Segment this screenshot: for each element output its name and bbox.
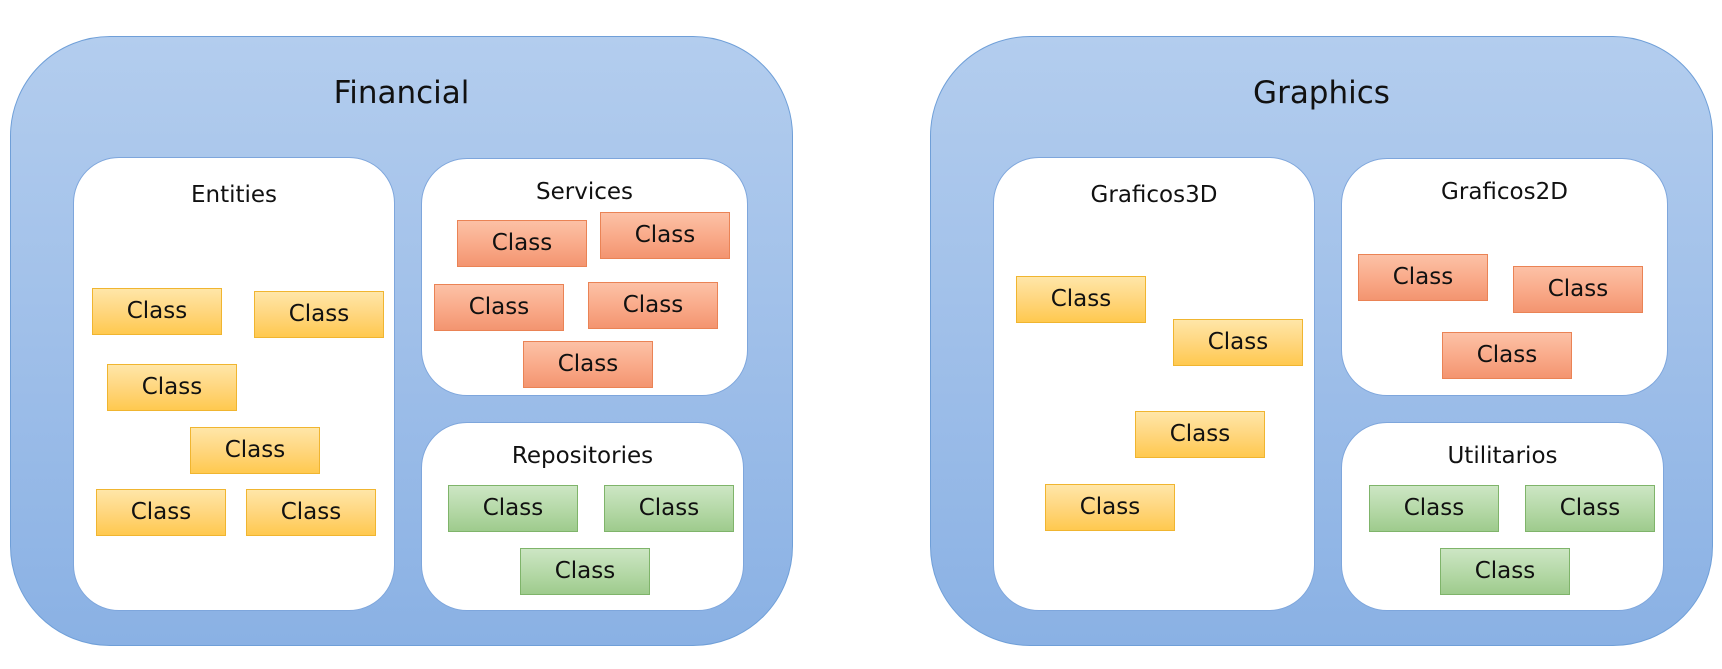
class-box: Class — [1369, 485, 1499, 532]
class-box: Class — [588, 282, 718, 329]
class-box: Class — [1440, 548, 1570, 595]
module-title: Graphics — [1253, 75, 1390, 111]
module-financial: Financial Entities Class Class Class Cla… — [10, 36, 793, 646]
class-box: Class — [600, 212, 730, 259]
class-box: Class — [254, 291, 384, 338]
class-box: Class — [246, 489, 376, 536]
class-box: Class — [1173, 319, 1303, 366]
class-box: Class — [604, 485, 734, 532]
package-title: Utilitarios — [1447, 443, 1558, 469]
package-title: Graficos2D — [1441, 179, 1568, 205]
class-box: Class — [1045, 484, 1175, 531]
class-box: Class — [1358, 254, 1488, 301]
class-box: Class — [457, 220, 587, 267]
module-graphics: Graphics Graficos3D Class Class Class Cl… — [930, 36, 1713, 646]
class-box: Class — [1135, 411, 1265, 458]
package-title: Graficos3D — [1090, 182, 1218, 208]
package-utilitarios: Utilitarios Class Class Class — [1341, 422, 1664, 611]
package-title: Services — [536, 179, 633, 205]
class-box: Class — [1525, 485, 1655, 532]
class-box: Class — [520, 548, 650, 595]
package-title: Repositories — [511, 443, 654, 469]
package-graficos3d: Graficos3D Class Class Class Class — [993, 157, 1315, 611]
class-box: Class — [434, 284, 564, 331]
package-entities: Entities Class Class Class Class Class C… — [73, 157, 395, 611]
class-box: Class — [92, 288, 222, 335]
package-graficos2d: Graficos2D Class Class Class — [1341, 158, 1668, 396]
class-box: Class — [523, 341, 653, 388]
package-repositories: Repositories Class Class Class — [421, 422, 744, 611]
package-title: Entities — [190, 182, 278, 208]
class-box: Class — [1513, 266, 1643, 313]
class-box: Class — [190, 427, 320, 474]
package-services: Services Class Class Class Class Class — [421, 158, 748, 396]
class-box: Class — [107, 364, 237, 411]
class-box: Class — [96, 489, 226, 536]
module-title: Financial — [333, 75, 470, 111]
class-box: Class — [448, 485, 578, 532]
class-box: Class — [1442, 332, 1572, 379]
class-box: Class — [1016, 276, 1146, 323]
